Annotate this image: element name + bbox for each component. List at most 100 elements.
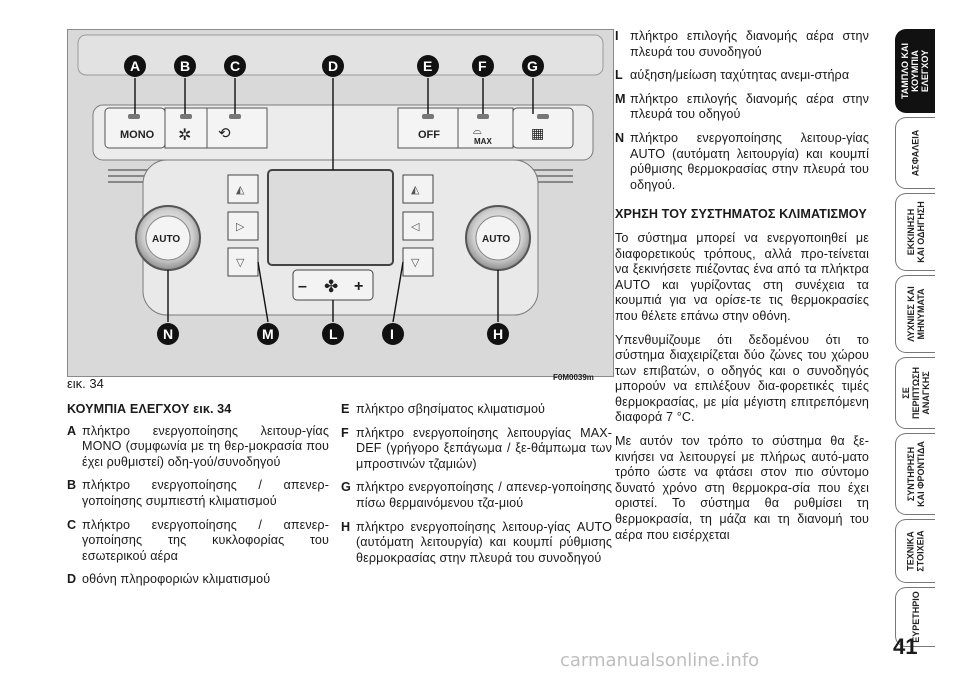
seat-arrow-down-icon: ▽	[411, 257, 420, 269]
item-key: C	[67, 517, 77, 532]
fan-plus-button[interactable]: +	[354, 278, 363, 295]
item-text: πλήκτρο ενεργοποίησης λειτουρ-γίας MONO …	[82, 423, 329, 469]
fan-minus-button[interactable]: –	[298, 278, 307, 295]
item-key: M	[615, 91, 626, 106]
tab-starting-driving[interactable]: ΕΚΚΙΝΗΣΗ ΚΑΙ ΟΔΗΓΗΣΗ	[895, 193, 935, 271]
page-number: 41	[893, 634, 918, 659]
seat-arrow-mid-icon: ▷	[236, 221, 245, 233]
tab-index[interactable]: ΕΥΡΕΤΗΡΙΟ	[895, 587, 935, 647]
figure-code: F0M0039m	[553, 373, 594, 382]
climate-panel-illustration: MONO ✲ ⟲ OFF ⌓ MAX ▦ ◭ ▷ ▽ ◭ ◁ ▽ AUTO	[68, 30, 613, 376]
left-distribution-buttons[interactable]	[227, 174, 259, 277]
paragraph: Το σύστημα μπορεί να ενεργοποιηθεί με δι…	[615, 230, 869, 323]
paragraph: Υπενθυμίζουμε ότι δεδομένου ότι το σύστη…	[615, 332, 869, 425]
callouts-bottom: N M L I H	[157, 323, 509, 345]
callout-l: L	[329, 326, 338, 342]
callout-c: C	[230, 58, 240, 74]
item-text: πλήκτρο ενεργοποίησης / απενερ-γοποίησης…	[82, 478, 329, 508]
tab-warning-lights[interactable]: ΛΥΧΝΙΕΣ ΚΑΙ ΜΗΝΥΜΑΤΑ	[895, 275, 935, 353]
figure-caption: εικ. 34	[67, 376, 104, 391]
chapter-tabs: ΤΑΜΠΛΟ ΚΑΙ ΚΟΥΜΠΙΑ ΕΛΕΓΧΟΥ ΑΣΦΑΛΕΙΑ ΕΚΚΙ…	[895, 29, 935, 647]
item-key: F	[341, 425, 349, 440]
item-key: N	[615, 130, 625, 145]
item-text: πλήκτρο ενεργοποίησης / απενερ-γοποίησης…	[82, 517, 329, 563]
paragraph: Με αυτόν τον τρόπο το σύστημα θα ξε-κινή…	[615, 434, 869, 542]
seat-arrow-mid-icon: ◁	[411, 221, 420, 233]
item-key: E	[341, 402, 350, 416]
tab-safety[interactable]: ΑΣΦΑΛΕΙΑ	[895, 117, 935, 189]
item-text: πλήκτρο επιλογής διανομής αέρα στην πλευ…	[630, 91, 869, 122]
watermark: carmanualsonline.info	[560, 650, 760, 671]
callout-n: N	[163, 326, 173, 342]
tab-label: ΑΣΦΑΛΕΙΑ	[910, 129, 921, 177]
callout-b: B	[180, 58, 190, 74]
item-key: I	[615, 29, 619, 43]
callout-h: H	[493, 326, 503, 342]
tab-dashboard-controls[interactable]: ΤΑΜΠΛΟ ΚΑΙ ΚΟΥΜΠΙΑ ΕΛΕΓΧΟΥ	[895, 29, 935, 113]
controls-heading: ΚΟΥΜΠΙΑ ΕΛΕΓΧΟΥ εικ. 34	[67, 402, 232, 416]
info-display	[267, 169, 394, 266]
tab-label: ΣΥΝΤΗΡΗΣΗ ΚΑΙ ΦΡΟΝΤΙΔΑ	[905, 441, 926, 507]
callout-lines	[134, 78, 534, 323]
off-button[interactable]: OFF	[418, 129, 440, 141]
callout-m: M	[262, 326, 274, 342]
item-text: πλήκτρο επιλογής διανομής αέρα στην πλευ…	[630, 29, 869, 59]
item-text: πλήκτρο ενεργοποίησης λειτουργίας MAX-DE…	[356, 425, 612, 471]
ac-snowflake-icon[interactable]: ✲	[178, 127, 191, 144]
seat-arrow-up-icon: ◭	[236, 184, 245, 196]
max-def-button[interactable]: MAX	[474, 137, 492, 146]
section-heading: ΧΡΗΣΗ ΤΟΥ ΣΥΣΤΗΜΑΤΟΣ ΚΛΙΜΑΤΙΣΜΟΥ	[615, 207, 867, 222]
mono-button[interactable]: MONO	[120, 129, 155, 141]
callout-f: F	[478, 58, 487, 74]
item-text: πλήκτρο ενεργοποίησης / απενερ-γοποίησης…	[356, 480, 612, 510]
tab-label: ΕΚΚΙΝΗΣΗ ΚΑΙ ΟΔΗΓΗΣΗ	[905, 201, 926, 263]
tab-label: ΤΑΜΠΛΟ ΚΑΙ ΚΟΥΜΠΙΑ ΕΛΕΓΧΟΥ	[900, 42, 931, 100]
item-key: B	[67, 478, 77, 493]
item-text: αύξηση/μείωση ταχύτητας ανεμι-στήρα	[630, 68, 850, 83]
defrost-icon[interactable]: ⌓	[473, 125, 482, 137]
item-key: A	[67, 423, 77, 438]
item-text: οθόνη πληροφοριών κλιματισμού	[82, 572, 271, 587]
item-text: πλήκτρο ενεργοποίησης λειτουρ-γίας AUTO …	[630, 130, 869, 192]
seat-arrow-down-icon: ▽	[236, 257, 245, 269]
driver-auto-label: AUTO	[152, 234, 180, 245]
seat-arrow-up-icon: ◭	[411, 184, 420, 196]
tab-emergency[interactable]: ΣΕ ΠΕΡΙΠΤΩΣΗ ΑΝΑΓΚΗΣ	[895, 357, 935, 429]
callout-a: A	[130, 58, 140, 74]
callout-i: I	[390, 326, 394, 342]
tab-maintenance[interactable]: ΣΥΝΤΗΡΗΣΗ ΚΑΙ ΦΡΟΝΤΙΔΑ	[895, 433, 935, 515]
callout-d: D	[328, 58, 338, 74]
callouts-top: A B C D E F G	[124, 55, 544, 77]
item-key: G	[341, 480, 351, 495]
tab-label: ΤΕΧΝΙΚΑ ΣΤΟΙΧΕΙΑ	[905, 530, 926, 572]
callout-e: E	[423, 58, 432, 74]
tab-label: ΣΕ ΠΕΡΙΠΤΩΣΗ ΑΝΑΓΚΗΣ	[900, 367, 931, 419]
climate-panel-figure: MONO ✲ ⟲ OFF ⌓ MAX ▦ ◭ ▷ ▽ ◭ ◁ ▽ AUTO	[67, 29, 614, 377]
passenger-auto-label: AUTO	[482, 234, 510, 245]
callout-g: G	[527, 58, 538, 74]
recirculation-icon[interactable]: ⟲	[218, 125, 231, 142]
right-distribution-buttons[interactable]	[402, 174, 434, 277]
item-text: πλήκτρο ενεργοποίησης λειτουρ-γίας AUTO …	[356, 519, 612, 565]
item-key: L	[615, 68, 623, 83]
item-text: πλήκτρο σβησίματος κλιματισμού	[356, 402, 546, 416]
fan-icon: ✤	[324, 277, 338, 296]
rear-window-heater-icon[interactable]: ▦	[531, 125, 544, 141]
tab-label: ΛΥΧΝΙΕΣ ΚΑΙ ΜΗΝΥΜΑΤΑ	[905, 286, 926, 342]
item-key: H	[341, 519, 351, 534]
item-key: D	[67, 572, 77, 587]
tab-technical-data[interactable]: ΤΕΧΝΙΚΑ ΣΤΟΙΧΕΙΑ	[895, 519, 935, 583]
